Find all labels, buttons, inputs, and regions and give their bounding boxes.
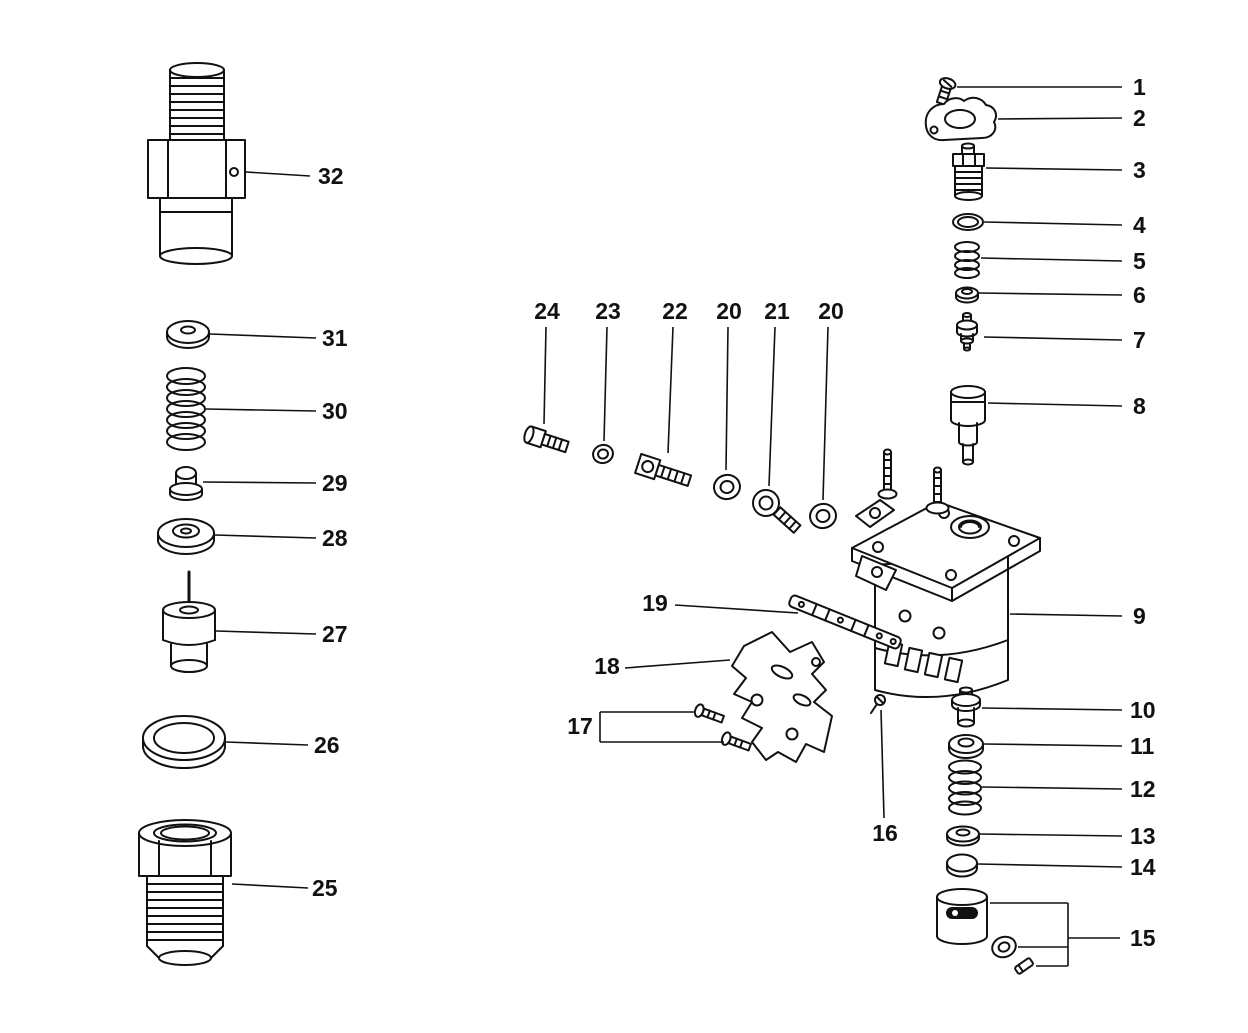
leader-line-6 xyxy=(978,292,1123,296)
part-22-banjo-bolt-drawing xyxy=(634,452,693,487)
callout-label-6: 6 xyxy=(1133,282,1146,308)
part-7-delivery-valve-drawing xyxy=(956,312,978,352)
leader-line-32 xyxy=(245,171,311,177)
leader-line-29 xyxy=(202,481,317,484)
part-29-spindle-drawing xyxy=(169,466,203,501)
part-31-washer-drawing xyxy=(166,320,210,349)
part-12-spring-drawing xyxy=(948,759,982,816)
callout-label-18: 18 xyxy=(594,653,620,679)
part-14-shim-disc-drawing xyxy=(946,853,978,878)
leader-line-4 xyxy=(983,221,1123,226)
part-4-o-ring-drawing xyxy=(952,213,984,231)
callout-label-20a: 20 xyxy=(716,298,742,324)
callout-label-16: 16 xyxy=(872,820,898,846)
leader-line-16 xyxy=(880,709,885,819)
part-5-spring-drawing xyxy=(954,241,980,279)
part-8-delivery-valve-holder-drawing xyxy=(950,385,986,466)
part-20-sealing-ring-b-drawing xyxy=(809,502,837,530)
callout-label-32: 32 xyxy=(318,163,344,189)
callout-label-8: 8 xyxy=(1133,393,1146,419)
part-30-spring-drawing xyxy=(166,367,206,451)
part-28-valve-seat-drawing xyxy=(157,518,215,555)
leader-line-13 xyxy=(979,833,1123,837)
leader-line-12 xyxy=(981,786,1123,790)
leader-line-18 xyxy=(624,659,731,669)
leader-bracket-15 xyxy=(990,902,1120,967)
part-18-mounting-plate-drawing xyxy=(731,631,833,763)
callout-label-22: 22 xyxy=(662,298,688,324)
part-11-spring-seat-drawing xyxy=(948,734,984,759)
leader-line-5 xyxy=(980,257,1123,262)
leader-line-30 xyxy=(205,408,317,412)
leader-line-9 xyxy=(1009,613,1123,617)
part-3-threaded-plug-drawing xyxy=(952,142,985,201)
leader-line-7 xyxy=(983,336,1123,341)
leader-line-11 xyxy=(983,743,1123,747)
leader-line-20b xyxy=(822,326,829,501)
callout-label-12: 12 xyxy=(1130,776,1156,802)
callout-label-19: 19 xyxy=(642,590,668,616)
part-27-nozzle-drawing xyxy=(162,570,216,673)
leader-line-20a xyxy=(725,326,729,471)
callout-label-30: 30 xyxy=(322,398,348,424)
leader-line-24 xyxy=(543,326,547,425)
callout-label-13: 13 xyxy=(1130,823,1156,849)
leader-line-19 xyxy=(674,604,799,614)
callout-label-2: 2 xyxy=(1133,105,1146,131)
leader-line-8 xyxy=(987,402,1123,407)
callout-label-17: 17 xyxy=(567,713,593,739)
callout-label-27: 27 xyxy=(322,621,348,647)
leader-line-21 xyxy=(768,326,776,487)
callout-label-15: 15 xyxy=(1130,925,1156,951)
leader-line-27 xyxy=(215,630,317,635)
part-32-nozzle-holder-body-drawing xyxy=(147,62,246,265)
part-20-sealing-ring-a-drawing xyxy=(713,473,741,501)
leader-bracket-17 xyxy=(599,711,724,743)
callout-label-24: 24 xyxy=(534,298,560,324)
leader-line-22 xyxy=(667,326,674,454)
callout-label-7: 7 xyxy=(1133,327,1146,353)
callout-label-9: 9 xyxy=(1133,603,1146,629)
callout-label-11: 11 xyxy=(1130,733,1155,759)
callout-label-31: 31 xyxy=(322,325,348,351)
leader-line-3 xyxy=(985,167,1123,171)
part-6-washer-drawing xyxy=(955,286,979,304)
leader-line-25 xyxy=(231,883,309,889)
leader-line-28 xyxy=(214,534,317,539)
callout-label-21: 21 xyxy=(764,298,790,324)
part-13-lower-seat-drawing xyxy=(946,825,980,847)
leader-line-14 xyxy=(977,863,1123,868)
callout-label-28: 28 xyxy=(322,525,348,551)
part-26-gasket-ring-drawing xyxy=(142,715,226,769)
callout-label-10: 10 xyxy=(1130,697,1156,723)
callout-label-23: 23 xyxy=(595,298,621,324)
callout-label-29: 29 xyxy=(322,470,348,496)
leader-line-26 xyxy=(225,741,309,746)
part-15-tappet-assembly-drawing xyxy=(936,888,1034,975)
callout-label-5: 5 xyxy=(1133,248,1146,274)
part-21-eye-bolt-drawing xyxy=(752,489,802,534)
leader-line-10 xyxy=(981,707,1123,711)
part-2-lock-plate-drawing xyxy=(924,96,997,142)
callout-label-25: 25 xyxy=(312,875,338,901)
part-25-retaining-nut-drawing xyxy=(138,819,232,966)
callout-label-3: 3 xyxy=(1133,157,1146,183)
part-24-screw-drawing xyxy=(523,425,570,454)
leader-line-2 xyxy=(997,117,1123,120)
callout-label-14: 14 xyxy=(1130,854,1156,880)
part-17-screws-drawing xyxy=(693,703,752,752)
part-10-pivot-bushing-drawing xyxy=(951,686,981,728)
callout-label-20b: 20 xyxy=(818,298,844,324)
leader-line-23 xyxy=(603,326,608,442)
part-19-damper-strip-drawing xyxy=(788,594,902,650)
leader-line-31 xyxy=(209,333,317,339)
part-23-washer-drawing xyxy=(592,443,614,465)
part-16-pin-screw-drawing xyxy=(870,694,886,714)
callout-label-1: 1 xyxy=(1133,74,1146,100)
callout-label-4: 4 xyxy=(1133,212,1146,238)
callout-label-26: 26 xyxy=(314,732,340,758)
part-9-pump-body-drawing xyxy=(851,448,1041,699)
